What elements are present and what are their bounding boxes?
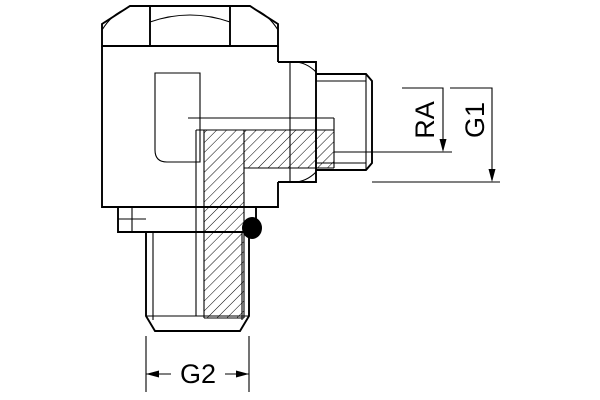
ra-arrowhead [439, 139, 447, 152]
banjo-bolt-hex-head [101, 5, 279, 47]
port-hex-chamfer-top [293, 61, 317, 73]
bottom-stud-male-thread [145, 231, 250, 332]
port-thread-outline [316, 73, 373, 171]
section-hatching [204, 130, 334, 318]
hex-head-outline [101, 5, 279, 47]
ra-label: RA [410, 101, 440, 139]
hex-chamfer-arc-center [149, 14, 231, 23]
body-outline-left-bottom [101, 46, 279, 208]
dimension-g1: G1 [372, 87, 500, 183]
o-ring-seal [242, 217, 262, 239]
dimension-g2: G2 [145, 336, 250, 392]
ra-dimension-line [402, 87, 444, 150]
g2-arrowhead-right [236, 370, 249, 378]
g2-arrowhead-left [146, 370, 159, 378]
hex-chamfer-arc-right [253, 8, 279, 31]
g1-label: G1 [460, 102, 490, 138]
g1-arrowhead [488, 169, 496, 182]
dimension-ra: RA [334, 87, 452, 153]
hatch-port-strip [244, 130, 334, 168]
o-ring-section-dot [242, 217, 262, 239]
hex-chamfer-arc-left [101, 8, 127, 31]
body-window-detail [154, 72, 201, 163]
hatch-vertical-band [204, 130, 244, 318]
fitting-body [101, 46, 279, 208]
g1-dimension-line [450, 87, 493, 180]
g2-label: G2 [180, 359, 216, 389]
stud-outline [145, 232, 250, 332]
port-hex-chamfer-bottom [293, 171, 317, 183]
